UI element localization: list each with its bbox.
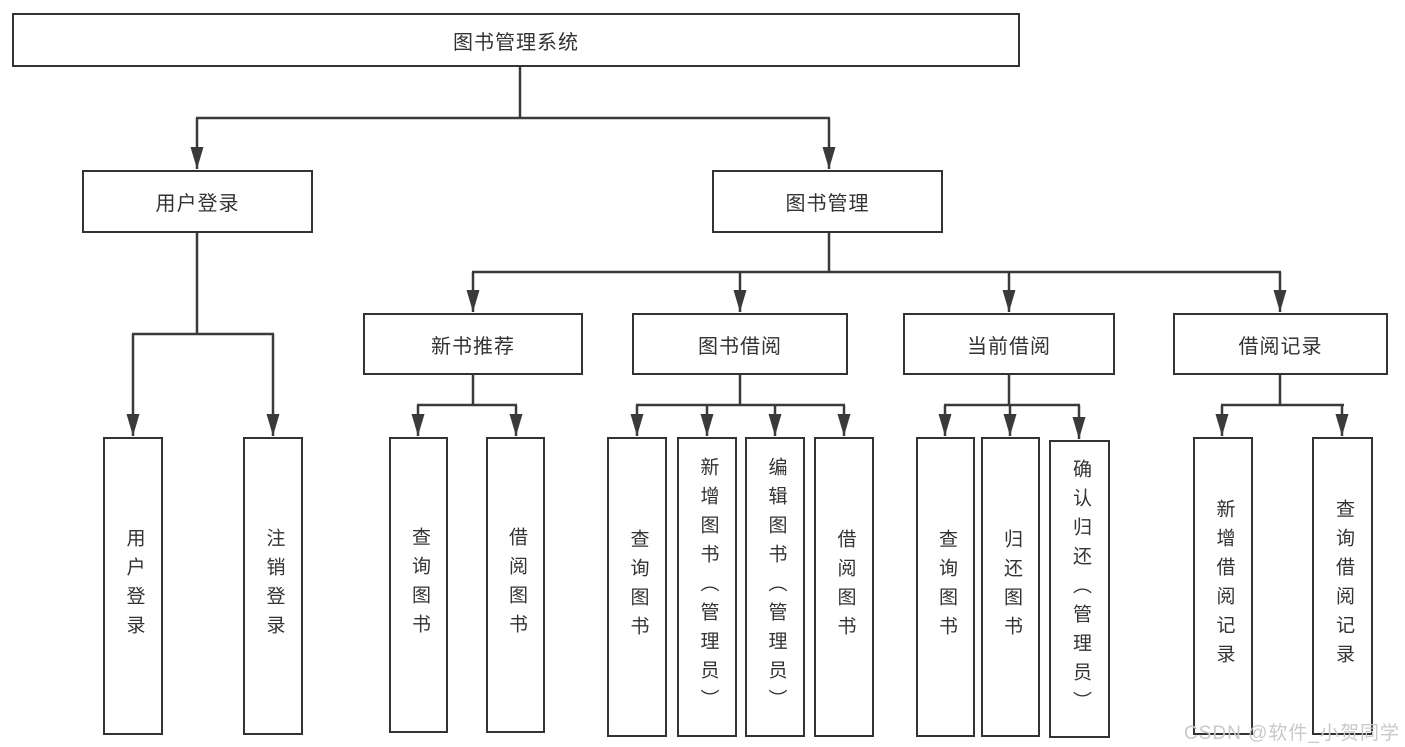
node-book-management-label: 图书管理: [785, 193, 870, 215]
leaf-query-books-recommend: 查询图书: [389, 437, 448, 733]
node-user-login-module-label: 用户登录: [155, 193, 240, 215]
node-new-book-recommend-label: 新书推荐: [431, 335, 515, 358]
node-user-login-module: 用户登录: [82, 170, 313, 233]
leaf-user-login-label: 用户登录: [123, 528, 145, 644]
connector-user-login-children: [126, 232, 280, 436]
leaf-return-books: 归还图书: [981, 437, 1040, 737]
node-current-borrow-label: 当前借阅: [967, 335, 1051, 358]
leaf-query-borrow-record-label: 查询借阅记录: [1332, 499, 1354, 673]
node-book-borrow-label: 图书借阅: [698, 335, 782, 358]
connector-current-borrow-children: [938, 374, 1086, 439]
node-new-book-recommend: 新书推荐: [363, 313, 583, 375]
leaf-query-books-current-label: 查询图书: [935, 529, 957, 645]
leaf-confirm-return-admin-label: 确认归还（管理员）: [1069, 458, 1091, 720]
leaf-add-books-admin: 新增图书（管理员）: [677, 437, 737, 737]
leaf-edit-books-admin-label: 编辑图书（管理员）: [765, 456, 787, 718]
leaf-borrow-books: 借阅图书: [814, 437, 874, 737]
connector-new-book-recommend-children: [411, 374, 523, 436]
node-library-system-label: 图书管理系统: [453, 31, 579, 54]
leaf-logout: 注销登录: [243, 437, 303, 735]
leaf-edit-books-admin: 编辑图书（管理员）: [745, 437, 805, 737]
leaf-query-books-borrow-label: 查询图书: [627, 529, 649, 645]
node-book-management: 图书管理: [712, 170, 943, 233]
leaf-borrow-books-recommend: 借阅图书: [486, 437, 545, 733]
node-borrow-records: 借阅记录: [1173, 313, 1388, 375]
leaf-query-books-borrow: 查询图书: [607, 437, 667, 737]
leaf-query-borrow-record: 查询借阅记录: [1312, 437, 1373, 735]
node-library-system: 图书管理系统: [12, 13, 1020, 67]
csdn-watermark: CSDN @软件_小贺同学: [1184, 723, 1400, 744]
leaf-logout-label: 注销登录: [263, 528, 285, 644]
leaf-query-books-current: 查询图书: [916, 437, 975, 737]
node-current-borrow: 当前借阅: [903, 313, 1115, 375]
leaf-confirm-return-admin: 确认归还（管理员）: [1049, 440, 1110, 738]
connector-book-borrow-children: [630, 374, 851, 436]
connector-book-management-children: [466, 232, 1287, 312]
leaf-query-books-recommend-label: 查询图书: [408, 527, 430, 643]
connector-borrow-records-children: [1215, 374, 1349, 436]
leaf-borrow-books-label: 借阅图书: [834, 529, 856, 645]
leaf-add-borrow-record: 新增借阅记录: [1193, 437, 1253, 735]
connector-root-to-level2: [190, 67, 836, 169]
leaf-add-books-admin-label: 新增图书（管理员）: [697, 456, 719, 718]
leaf-borrow-books-recommend-label: 借阅图书: [505, 527, 527, 643]
leaf-user-login: 用户登录: [103, 437, 163, 735]
node-borrow-records-label: 借阅记录: [1238, 335, 1323, 358]
leaf-return-books-label: 归还图书: [1000, 529, 1022, 645]
node-book-borrow: 图书借阅: [632, 313, 848, 375]
leaf-add-borrow-record-label: 新增借阅记录: [1213, 499, 1235, 673]
